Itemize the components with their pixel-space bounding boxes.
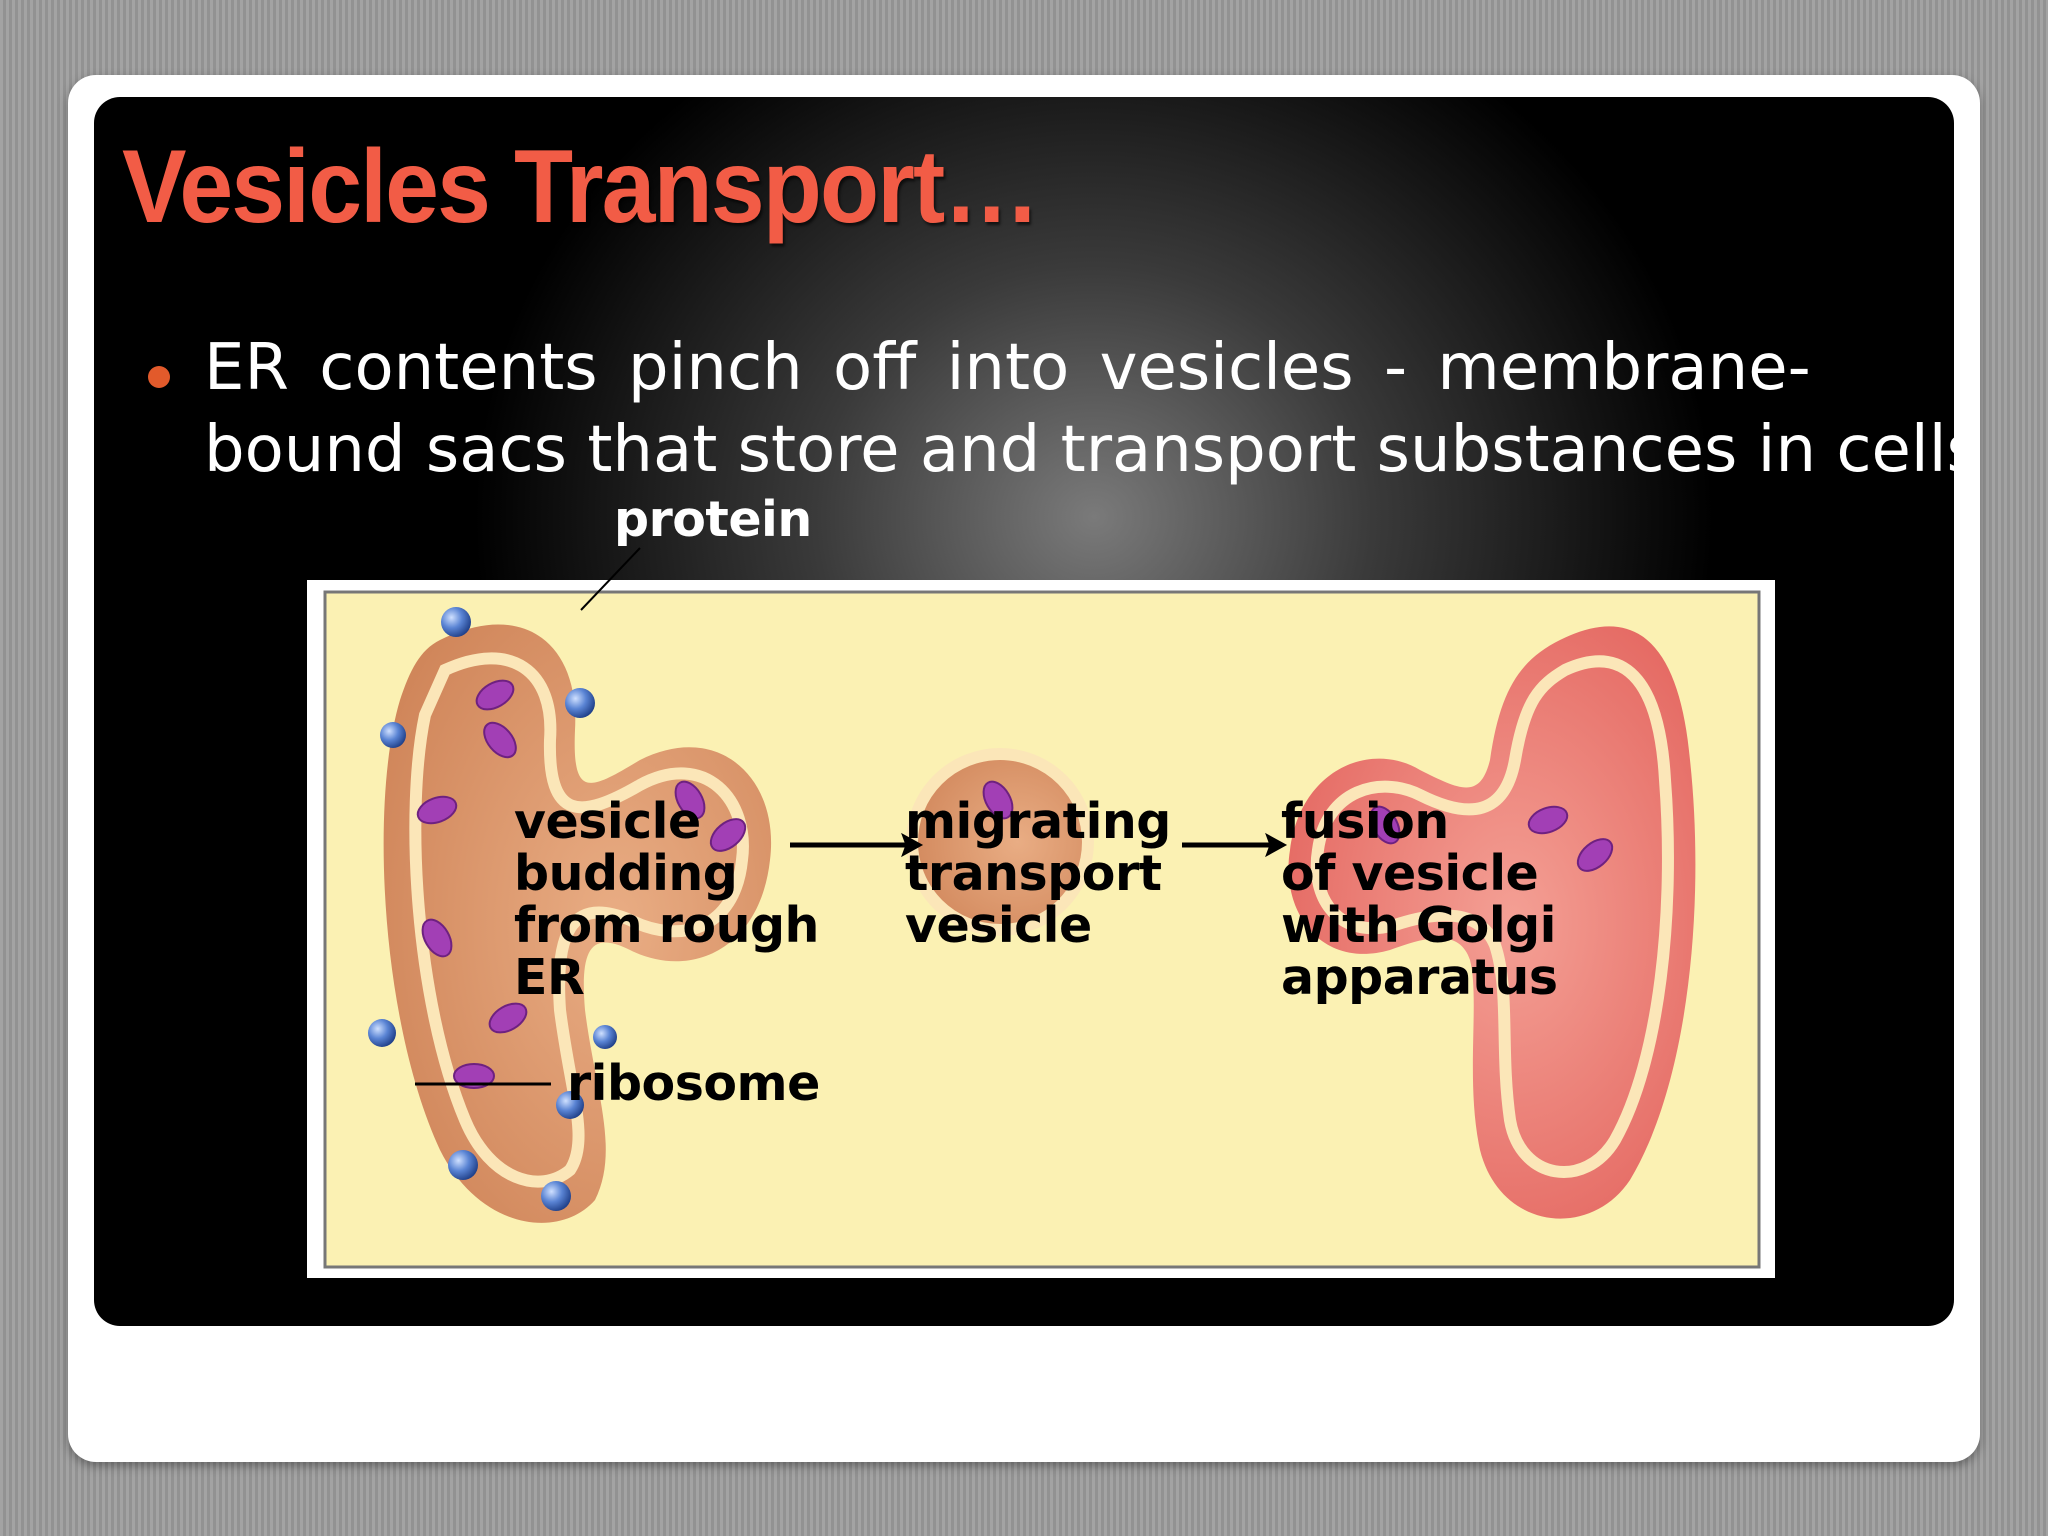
label-line: fusion [1281,793,1449,850]
golgi-shape [1288,626,1696,1219]
label-line: apparatus [1281,949,1558,1006]
label-protein: protein [614,491,812,548]
label-line: with Golgi [1281,897,1556,954]
label-migrating-vesicle: migrating transport vesicle [905,796,1171,952]
label-vesicle-budding: vesicle budding from rough ER [514,796,819,1004]
label-line: vesicle [514,793,701,850]
ribosome-icon [380,722,406,748]
protein-icon [709,818,747,852]
label-ribosome: ribosome [567,1055,820,1112]
label-line: transport [905,845,1162,902]
protein-icon [483,721,517,759]
label-line: from rough [514,897,819,954]
protein-icon [421,918,453,958]
arrow-icon [1182,832,1288,858]
label-line: of vesicle [1281,845,1539,902]
bullet-text-line-1: ER contents pinch off into vesicles - me… [204,331,1811,405]
slide-title: Vesicles Transport… [122,129,1040,245]
protein-icon [453,1063,495,1089]
arrow-icon [790,832,924,858]
ribosome-icon [448,1150,478,1180]
bullet-icon [148,366,170,388]
ribosome-icon [556,1091,584,1119]
label-line: ER [514,949,585,1006]
label-line: budding [514,845,738,902]
protein-icon [982,780,1014,820]
ribosome-icon [368,1019,396,1047]
protein-icon [475,679,515,711]
protein-icon [1527,805,1569,835]
protein-icon [1369,805,1401,845]
protein-pointer-line [580,547,641,611]
label-line: migrating [905,793,1171,850]
ribosome-icon [593,1025,617,1049]
protein-icon [488,1002,528,1034]
protein-icon [674,780,706,820]
protein-icon [416,795,458,825]
ribosome-icon [565,688,595,718]
label-fusion-golgi: fusion of vesicle with Golgi apparatus [1281,793,1558,1006]
bullet-text-line-2: bound sacs that store and transport subs… [204,413,1980,487]
ribosome-icon [441,607,471,637]
protein-icon [1576,838,1614,872]
label-line: vesicle [905,897,1092,954]
ribosome-icon [541,1181,571,1211]
